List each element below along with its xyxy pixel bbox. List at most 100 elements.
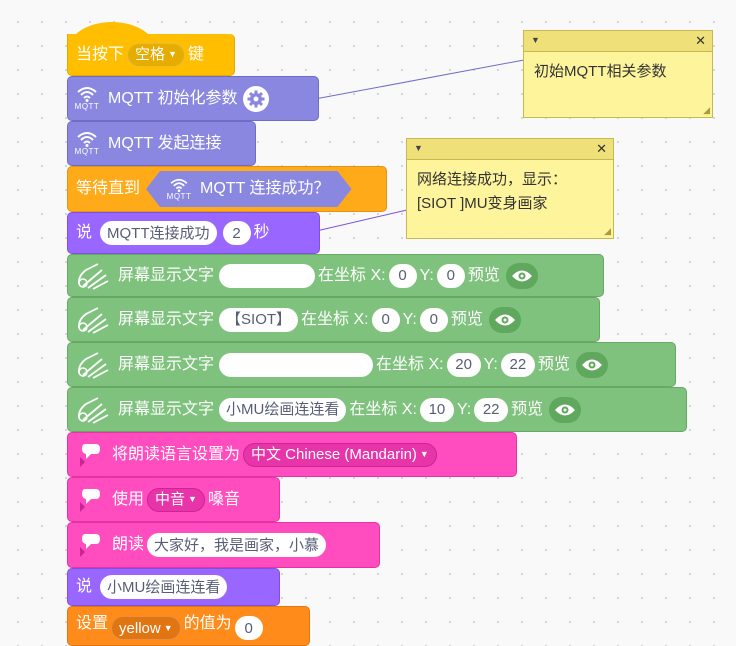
speech-bubble-icon: [76, 486, 104, 514]
comment-note-2[interactable]: ▼ ✕ 网络连接成功，显示： [SIOT ]MU变身画家 ◢: [406, 138, 614, 239]
wifi-icon: MQTT: [72, 81, 102, 117]
y-input[interactable]: 0: [436, 263, 465, 288]
preview-label: 预览: [467, 266, 500, 284]
say-for-secs-block[interactable]: 说 MQTT连接成功 2 秒: [67, 212, 320, 254]
coord-y-label: Y:: [456, 400, 472, 418]
coord-x-label: 在坐标 X:: [318, 266, 386, 284]
x-input[interactable]: 20: [446, 352, 481, 377]
set-tts-language-label: 将朗读语言设置为: [112, 445, 241, 463]
mqtt-connect-block[interactable]: MQTT MQTT 发起连接: [67, 121, 256, 166]
mqtt-init-label: MQTT 初始化参数: [108, 89, 238, 107]
resize-handle-icon[interactable]: ◢: [604, 226, 611, 236]
resize-handle-icon[interactable]: ◢: [703, 105, 710, 115]
tts-language-value: 中文 Chinese (Mandarin): [251, 446, 417, 463]
screen-text-block-4[interactable]: 屏幕显示文字 小MU绘画连连看 在坐标 X: 10 Y: 22 预览: [67, 387, 687, 432]
eye-icon[interactable]: [505, 262, 538, 289]
eye-icon[interactable]: [575, 351, 608, 378]
coord-x-label: 在坐标 X:: [349, 400, 417, 418]
wifi-icon: MQTT: [72, 126, 102, 162]
say-label: 说: [76, 578, 93, 595]
chevron-down-icon: ▼: [163, 622, 173, 633]
say-text-input[interactable]: 小MU绘画连连看: [100, 575, 228, 599]
hand-draw-icon: [76, 351, 110, 379]
use-label: 使用: [112, 490, 145, 508]
mqtt-icon-text: MQTT: [74, 147, 100, 156]
key-dropdown[interactable]: 空格▼: [127, 42, 185, 67]
screen-text-label: 屏幕显示文字: [118, 400, 215, 418]
collapse-triangle-icon[interactable]: ▼: [414, 143, 423, 153]
screen-text-block-2[interactable]: 屏幕显示文字 【SIOT】 在坐标 X: 0 Y: 0 预览: [67, 297, 600, 342]
set-tts-language-block[interactable]: 将朗读语言设置为 中文 Chinese (Mandarin)▼: [67, 432, 517, 477]
x-input[interactable]: 10: [419, 397, 454, 422]
screen-text-label: 屏幕显示文字: [118, 310, 215, 328]
mqtt-icon-text: MQTT: [74, 102, 100, 111]
set-variable-block[interactable]: 设置 yellow▼ 的值为 0: [67, 606, 310, 646]
speech-bubble-icon: [76, 441, 104, 469]
coord-y-label: Y:: [419, 266, 434, 284]
mqtt-init-block[interactable]: MQTT MQTT 初始化参数: [67, 76, 319, 121]
comment-text[interactable]: 初始MQTT相关参数: [534, 63, 667, 80]
chevron-down-icon: ▼: [419, 449, 429, 459]
y-input[interactable]: 22: [474, 397, 509, 422]
mqtt-connect-label: MQTT 发起连接: [108, 134, 222, 152]
collapse-triangle-icon[interactable]: ▼: [531, 35, 540, 45]
variable-dropdown[interactable]: yellow▼: [111, 616, 181, 640]
wait-until-block[interactable]: 等待直到 MQTT MQTT 连接成功？: [67, 166, 387, 212]
screen-text-input[interactable]: [219, 352, 374, 377]
set-tts-voice-block[interactable]: 使用 中音▼ 嗓音: [67, 477, 280, 522]
screen-text-block-1[interactable]: 屏幕显示文字 在坐标 X: 0 Y: 0 预览: [67, 254, 604, 297]
variable-value: yellow: [119, 619, 161, 637]
voice-value: 中音: [155, 491, 186, 508]
secs-unit-label: 秒: [253, 224, 270, 241]
comment-connectors: [311, 59, 525, 233]
mqtt-connected-label: MQTT 连接成功？: [200, 180, 330, 197]
gear-icon[interactable]: [243, 85, 270, 112]
close-icon[interactable]: ✕: [695, 33, 706, 48]
comment-note-1[interactable]: ▼ ✕ 初始MQTT相关参数 ◢: [523, 30, 713, 118]
key-dropdown-value: 空格: [135, 46, 166, 63]
key-suffix: 键: [187, 45, 204, 63]
coord-x-label: 在坐标 X:: [301, 310, 369, 328]
coord-y-label: Y:: [402, 310, 417, 328]
comment-header[interactable]: ▼ ✕: [524, 31, 712, 52]
coord-y-label: Y:: [483, 355, 498, 373]
tts-language-dropdown[interactable]: 中文 Chinese (Mandarin)▼: [243, 442, 437, 467]
hand-draw-icon: [76, 262, 110, 290]
speak-label: 朗读: [112, 536, 145, 553]
x-input[interactable]: 0: [371, 307, 400, 332]
y-input[interactable]: 22: [500, 352, 535, 377]
speak-block[interactable]: 朗读 大家好，我是画家，小慕: [67, 522, 380, 568]
mqtt-icon-text: MQTT: [166, 191, 192, 201]
preview-label: 预览: [450, 310, 483, 328]
screen-text-input[interactable]: [219, 263, 316, 288]
y-input[interactable]: 0: [419, 307, 448, 332]
screen-text-input[interactable]: 【SIOT】: [219, 307, 299, 332]
close-icon[interactable]: ✕: [596, 141, 607, 156]
value-suffix: 的值为: [183, 615, 232, 632]
coord-x-label: 在坐标 X:: [376, 355, 444, 373]
eye-icon[interactable]: [549, 396, 582, 423]
chevron-down-icon: ▼: [188, 494, 197, 504]
say-label: 说: [76, 224, 93, 241]
comment-header[interactable]: ▼ ✕: [407, 139, 613, 160]
screen-text-block-3[interactable]: 屏幕显示文字 在坐标 X: 20 Y: 22 预览: [67, 342, 676, 387]
secs-input[interactable]: 2: [222, 221, 251, 245]
screen-text-input[interactable]: 小MU绘画连连看: [219, 397, 347, 422]
preview-label: 预览: [537, 355, 570, 373]
say-block[interactable]: 说 小MU绘画连连看: [67, 568, 280, 606]
say-text-input[interactable]: MQTT连接成功: [100, 221, 217, 245]
x-input[interactable]: 0: [388, 263, 417, 288]
eye-icon[interactable]: [488, 306, 521, 333]
preview-label: 预览: [511, 400, 544, 418]
when-key-pressed-block[interactable]: 当按下 空格▼ 键: [67, 34, 235, 76]
comment-text[interactable]: 网络连接成功，显示： [SIOT ]MU变身画家: [417, 171, 568, 212]
when-key-pressed-label: 当按下: [76, 45, 125, 63]
set-label: 设置: [76, 615, 109, 632]
value-input[interactable]: 0: [234, 616, 263, 640]
hand-draw-icon: [76, 306, 110, 334]
screen-text-label: 屏幕显示文字: [118, 355, 215, 373]
hand-draw-icon: [76, 396, 110, 424]
speak-text-input[interactable]: 大家好，我是画家，小慕: [147, 533, 327, 557]
mqtt-connected-condition[interactable]: MQTT MQTT 连接成功？: [146, 171, 351, 207]
voice-dropdown[interactable]: 中音▼: [147, 487, 205, 512]
